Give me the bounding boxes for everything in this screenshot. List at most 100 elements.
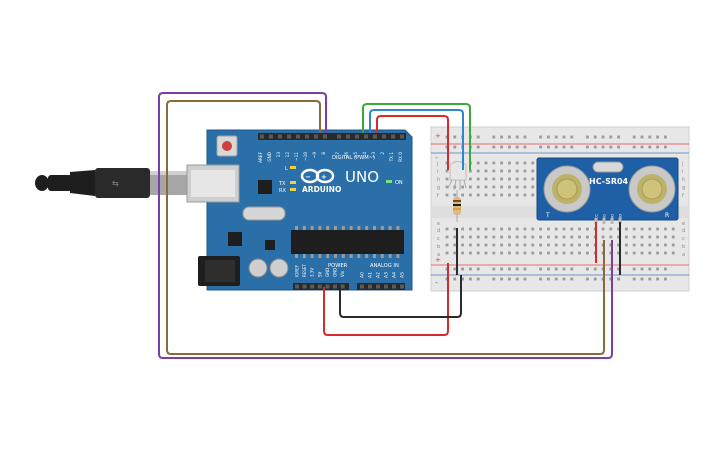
breadboard-hole[interactable] — [469, 177, 472, 181]
breadboard-hole[interactable] — [640, 145, 644, 149]
header-pin[interactable] — [391, 134, 395, 139]
breadboard-hole[interactable] — [625, 243, 628, 247]
breadboard-hole[interactable] — [578, 243, 581, 247]
breadboard-hole[interactable] — [578, 251, 581, 255]
breadboard-hole[interactable] — [586, 277, 589, 281]
breadboard-hole[interactable] — [656, 145, 659, 149]
breadboard-hole[interactable] — [484, 177, 488, 181]
breadboard-hole[interactable] — [625, 227, 628, 231]
breadboard-hole[interactable] — [586, 135, 589, 139]
breadboard-hole[interactable] — [500, 185, 503, 189]
breadboard-hole[interactable] — [656, 267, 659, 271]
breadboard-hole[interactable] — [445, 169, 449, 173]
breadboard-hole[interactable] — [617, 135, 620, 139]
breadboard-hole[interactable] — [476, 251, 480, 255]
breadboard-hole[interactable] — [632, 251, 636, 255]
header-pin[interactable] — [346, 134, 350, 139]
breadboard-hole[interactable] — [664, 277, 667, 281]
breadboard-hole[interactable] — [664, 251, 667, 255]
breadboard-hole[interactable] — [656, 251, 659, 255]
breadboard-hole[interactable] — [500, 193, 503, 197]
breadboard-hole[interactable] — [586, 251, 589, 255]
breadboard-hole[interactable] — [469, 235, 472, 239]
breadboard-hole[interactable] — [508, 185, 511, 189]
breadboard-hole[interactable] — [531, 227, 535, 231]
breadboard-hole[interactable] — [469, 277, 472, 281]
header-pin[interactable] — [392, 284, 396, 289]
breadboard-hole[interactable] — [515, 169, 519, 173]
sensor-pin[interactable] — [602, 218, 606, 224]
breadboard-hole[interactable] — [617, 267, 620, 271]
breadboard-hole[interactable] — [664, 235, 667, 239]
breadboard-hole[interactable] — [586, 267, 589, 271]
breadboard-hole[interactable] — [523, 227, 527, 231]
breadboard-hole[interactable] — [609, 145, 613, 149]
breadboard-hole[interactable] — [469, 267, 472, 271]
breadboard-hole[interactable] — [601, 145, 605, 149]
breadboard-hole[interactable] — [554, 277, 558, 281]
breadboard-hole[interactable] — [547, 227, 550, 231]
breadboard-hole[interactable] — [617, 277, 620, 281]
breadboard-hole[interactable] — [523, 177, 527, 181]
header-pin[interactable] — [323, 134, 327, 139]
breadboard-hole[interactable] — [586, 227, 589, 231]
header-pin[interactable] — [260, 134, 264, 139]
breadboard-hole[interactable] — [476, 193, 480, 197]
breadboard-hole[interactable] — [461, 243, 464, 247]
header-pin[interactable] — [360, 284, 364, 289]
breadboard-hole[interactable] — [500, 243, 503, 247]
breadboard-hole[interactable] — [531, 193, 535, 197]
breadboard-hole[interactable] — [570, 227, 574, 231]
breadboard-hole[interactable] — [500, 169, 503, 173]
header-pin[interactable] — [269, 134, 273, 139]
breadboard-hole[interactable] — [469, 251, 472, 255]
breadboard-hole[interactable] — [617, 235, 620, 239]
breadboard-hole[interactable] — [554, 227, 558, 231]
breadboard-hole[interactable] — [640, 235, 644, 239]
breadboard-hole[interactable] — [539, 235, 542, 239]
breadboard-hole[interactable] — [562, 267, 566, 271]
breadboard-hole[interactable] — [640, 267, 644, 271]
breadboard-hole[interactable] — [453, 277, 457, 281]
breadboard-hole[interactable] — [492, 193, 496, 197]
breadboard-hole[interactable] — [640, 251, 644, 255]
header-pin[interactable] — [337, 134, 341, 139]
header-pin[interactable] — [287, 134, 291, 139]
breadboard-hole[interactable] — [664, 267, 667, 271]
breadboard-hole[interactable] — [508, 227, 511, 231]
breadboard-hole[interactable] — [445, 185, 449, 189]
breadboard-hole[interactable] — [554, 267, 558, 271]
breadboard-hole[interactable] — [648, 135, 652, 139]
breadboard-hole[interactable] — [539, 227, 542, 231]
breadboard-hole[interactable] — [632, 145, 636, 149]
breadboard-hole[interactable] — [632, 267, 636, 271]
breadboard-hole[interactable] — [461, 235, 464, 239]
breadboard-hole[interactable] — [648, 267, 652, 271]
breadboard-hole[interactable] — [601, 227, 605, 231]
breadboard-hole[interactable] — [617, 251, 620, 255]
breadboard-hole[interactable] — [515, 161, 519, 165]
breadboard-hole[interactable] — [562, 135, 566, 139]
breadboard-hole[interactable] — [453, 267, 457, 271]
breadboard-hole[interactable] — [453, 251, 457, 255]
breadboard-hole[interactable] — [523, 185, 527, 189]
breadboard-hole[interactable] — [515, 251, 519, 255]
breadboard-hole[interactable] — [671, 251, 675, 255]
breadboard-hole[interactable] — [656, 243, 659, 247]
breadboard-hole[interactable] — [562, 227, 566, 231]
header-pin[interactable] — [317, 284, 322, 289]
breadboard-hole[interactable] — [515, 243, 519, 247]
breadboard-hole[interactable] — [523, 161, 527, 165]
breadboard-hole[interactable] — [500, 227, 503, 231]
header-pin[interactable] — [384, 284, 388, 289]
breadboard-hole[interactable] — [570, 235, 574, 239]
breadboard-hole[interactable] — [531, 235, 535, 239]
breadboard-hole[interactable] — [547, 235, 550, 239]
breadboard-hole[interactable] — [531, 243, 535, 247]
breadboard-hole[interactable] — [523, 135, 527, 139]
breadboard-hole[interactable] — [484, 169, 488, 173]
header-pin[interactable] — [295, 284, 299, 289]
breadboard-hole[interactable] — [570, 267, 574, 271]
breadboard-hole[interactable] — [515, 135, 519, 139]
breadboard-hole[interactable] — [562, 243, 566, 247]
